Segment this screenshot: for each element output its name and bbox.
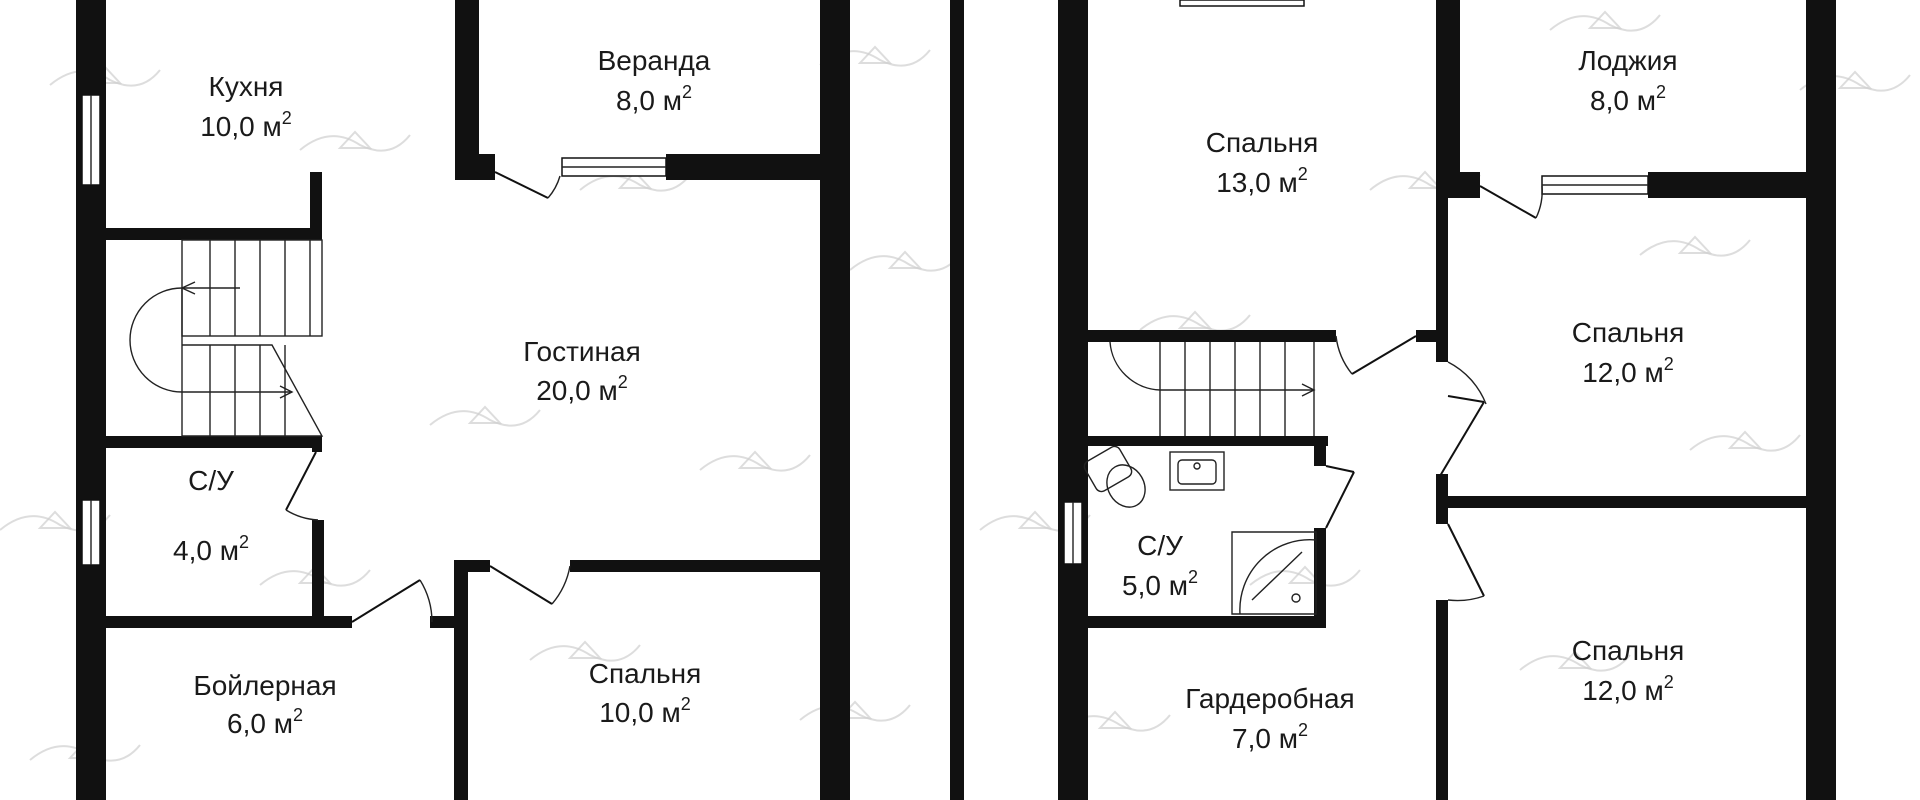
door [1447,523,1485,602]
door [489,565,571,605]
watermark-logo-icon [429,405,541,427]
door [494,171,561,199]
room-area: 12,0 м2 [1582,354,1674,388]
wall [666,154,820,180]
wall [312,520,324,620]
wall [1416,330,1436,342]
room-label: С/У [188,465,234,496]
room-area: 7,0 м2 [1232,720,1308,754]
watermark-logo-icon [849,250,961,272]
room-label: Спальня [589,658,702,689]
room-label: Лоджия [1578,45,1677,76]
room-area: 13,0 м2 [1216,164,1308,198]
wall [1058,0,1088,800]
shower-icon [1231,531,1317,615]
room-area: 6,0 м2 [227,705,303,739]
door [351,579,433,623]
room-area: 5,0 м2 [1122,567,1198,601]
watermark-logo-icon [1139,310,1251,332]
room-area: 4,0 м2 [173,532,249,566]
watermark-logo-icon [1689,430,1801,452]
wall [1314,436,1326,466]
wall [312,436,322,452]
room-area: 8,0 м2 [616,82,692,116]
watermark-logo-icon [299,130,411,152]
wall [1436,600,1448,800]
wall [1448,496,1806,508]
staircase [1109,341,1316,436]
wall [570,560,820,572]
wall [1648,172,1806,198]
watermark-logo-icon [1519,650,1631,672]
room-label: Спальня [1572,317,1685,348]
room-area: 20,0 м2 [536,372,628,406]
wall [454,560,468,800]
wall [1088,616,1326,628]
room-area: 10,0 м2 [599,694,691,728]
door [1479,185,1543,219]
wall [106,228,322,240]
room-label: С/У [1137,530,1183,561]
floor-1: Кухня 10,0 м2 Веранда 8,0 м2 Гостиная 20… [76,0,850,800]
watermark-logo-icon [1639,235,1751,257]
door [285,451,319,521]
wall [106,436,316,448]
room-label: Гардеробная [1185,683,1354,714]
window [1179,0,1305,7]
room-label: Спальня [1572,635,1685,666]
wall [1806,0,1836,800]
watermark-logo-icon [529,640,641,662]
room-label: Бойлерная [193,670,336,701]
watermark-logo-icon [1549,10,1661,32]
door [1335,335,1417,375]
wall [1448,172,1480,198]
toilet-icon [1083,445,1146,508]
room-label: Гостиная [523,336,641,367]
wall [820,0,850,800]
room-area: 10,0 м2 [200,108,292,142]
watermark-logo-icon [579,170,691,192]
room-label: Спальня [1206,127,1319,158]
door [1439,361,1487,477]
wall [1436,474,1448,524]
wall [1436,0,1448,362]
watermark-logo-icon [1249,565,1361,587]
sink-icon [1169,451,1225,491]
wall [1088,436,1328,446]
door [1325,465,1355,529]
room-area: 8,0 м2 [1590,82,1666,116]
wall [454,560,490,572]
watermark-logo-icon [699,450,811,472]
floor-divider [950,0,964,800]
room-label: Кухня [209,71,284,102]
wall [310,172,322,240]
wall [1314,528,1326,620]
room-label: Веранда [598,45,711,76]
wall [430,616,456,628]
floor-2: Спальня 13,0 м2 Лоджия 8,0 м2 Спальня 12… [1058,0,1836,800]
staircase [129,239,324,437]
watermark-logo-icon [799,700,911,722]
room-area: 12,0 м2 [1582,672,1674,706]
wall [1088,330,1336,342]
wall [455,154,495,180]
wall [455,0,479,180]
wall [106,616,352,628]
